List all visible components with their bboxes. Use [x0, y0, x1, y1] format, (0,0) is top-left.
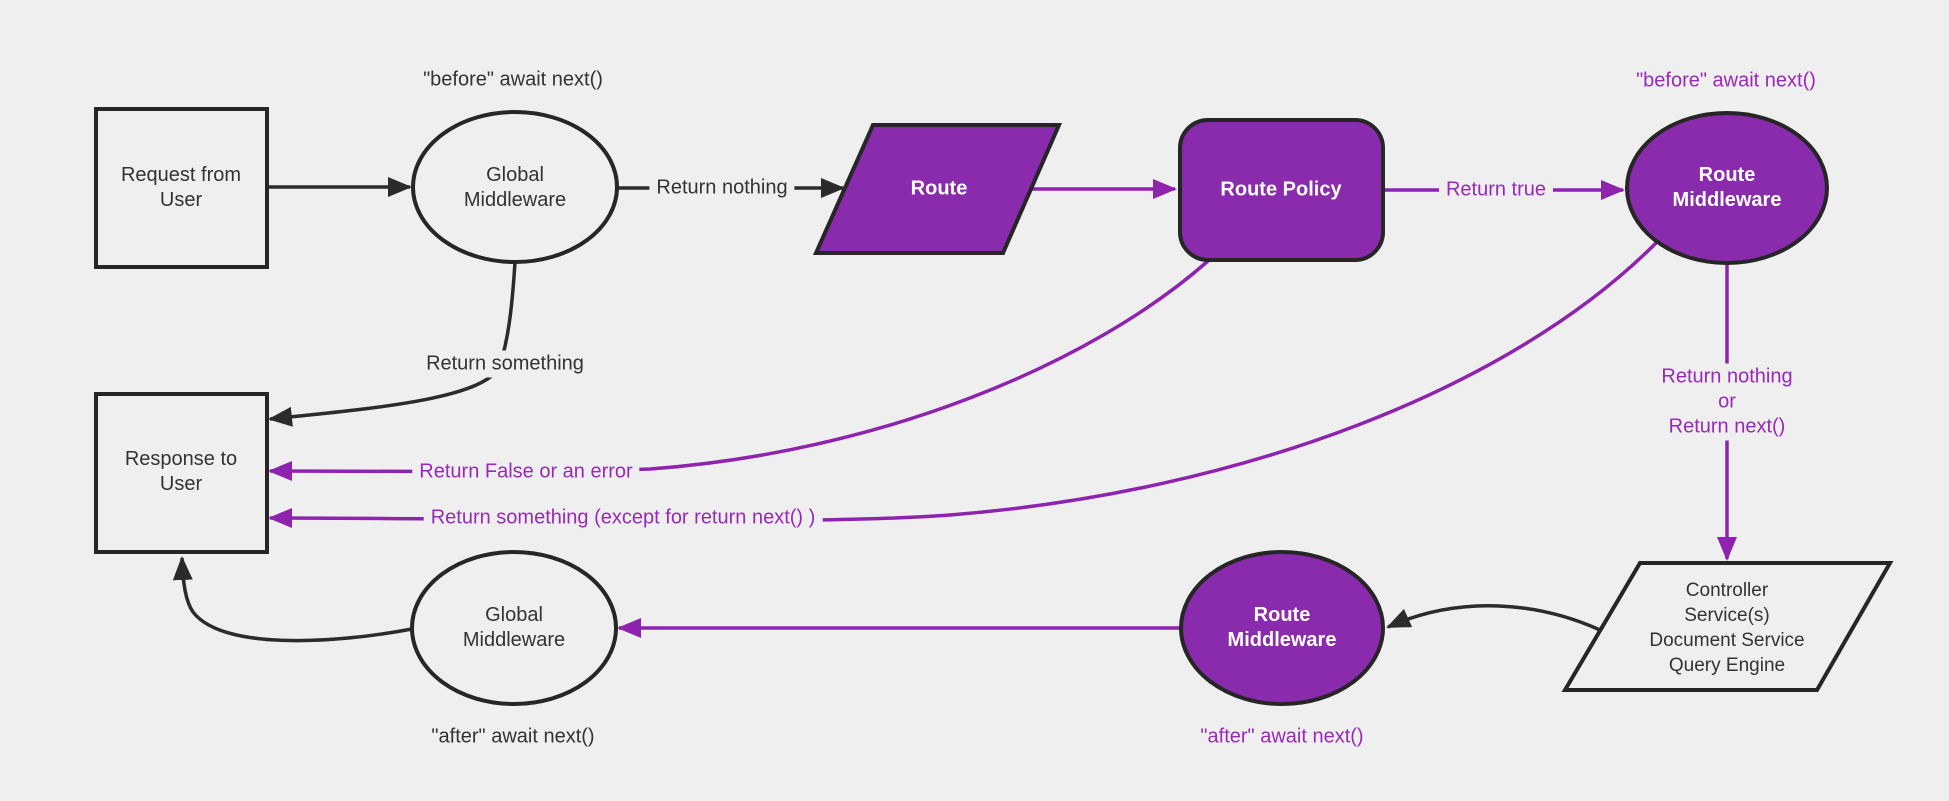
- request-from-user-node: [94, 107, 269, 269]
- route-middleware-bottom-node: [1179, 550, 1385, 706]
- route-node: [812, 123, 1063, 255]
- response-to-user-node: [94, 392, 269, 554]
- edge-return-something-except-to-response: [268, 240, 1659, 529]
- global-middleware-top-node: [411, 110, 619, 264]
- edge-return-false-to-response: [268, 259, 1210, 482]
- edge-return-something-to-response: [268, 261, 517, 427]
- controller-services-node: [1561, 561, 1894, 692]
- edge-global-middleware-bottom-to-response: [172, 556, 413, 643]
- edge-controller-to-route-middleware-bottom: [1386, 604, 1601, 632]
- global-middleware-bottom-node: [410, 550, 618, 706]
- route-middleware-top-node: [1625, 111, 1829, 265]
- route-policy-node: [1178, 118, 1385, 262]
